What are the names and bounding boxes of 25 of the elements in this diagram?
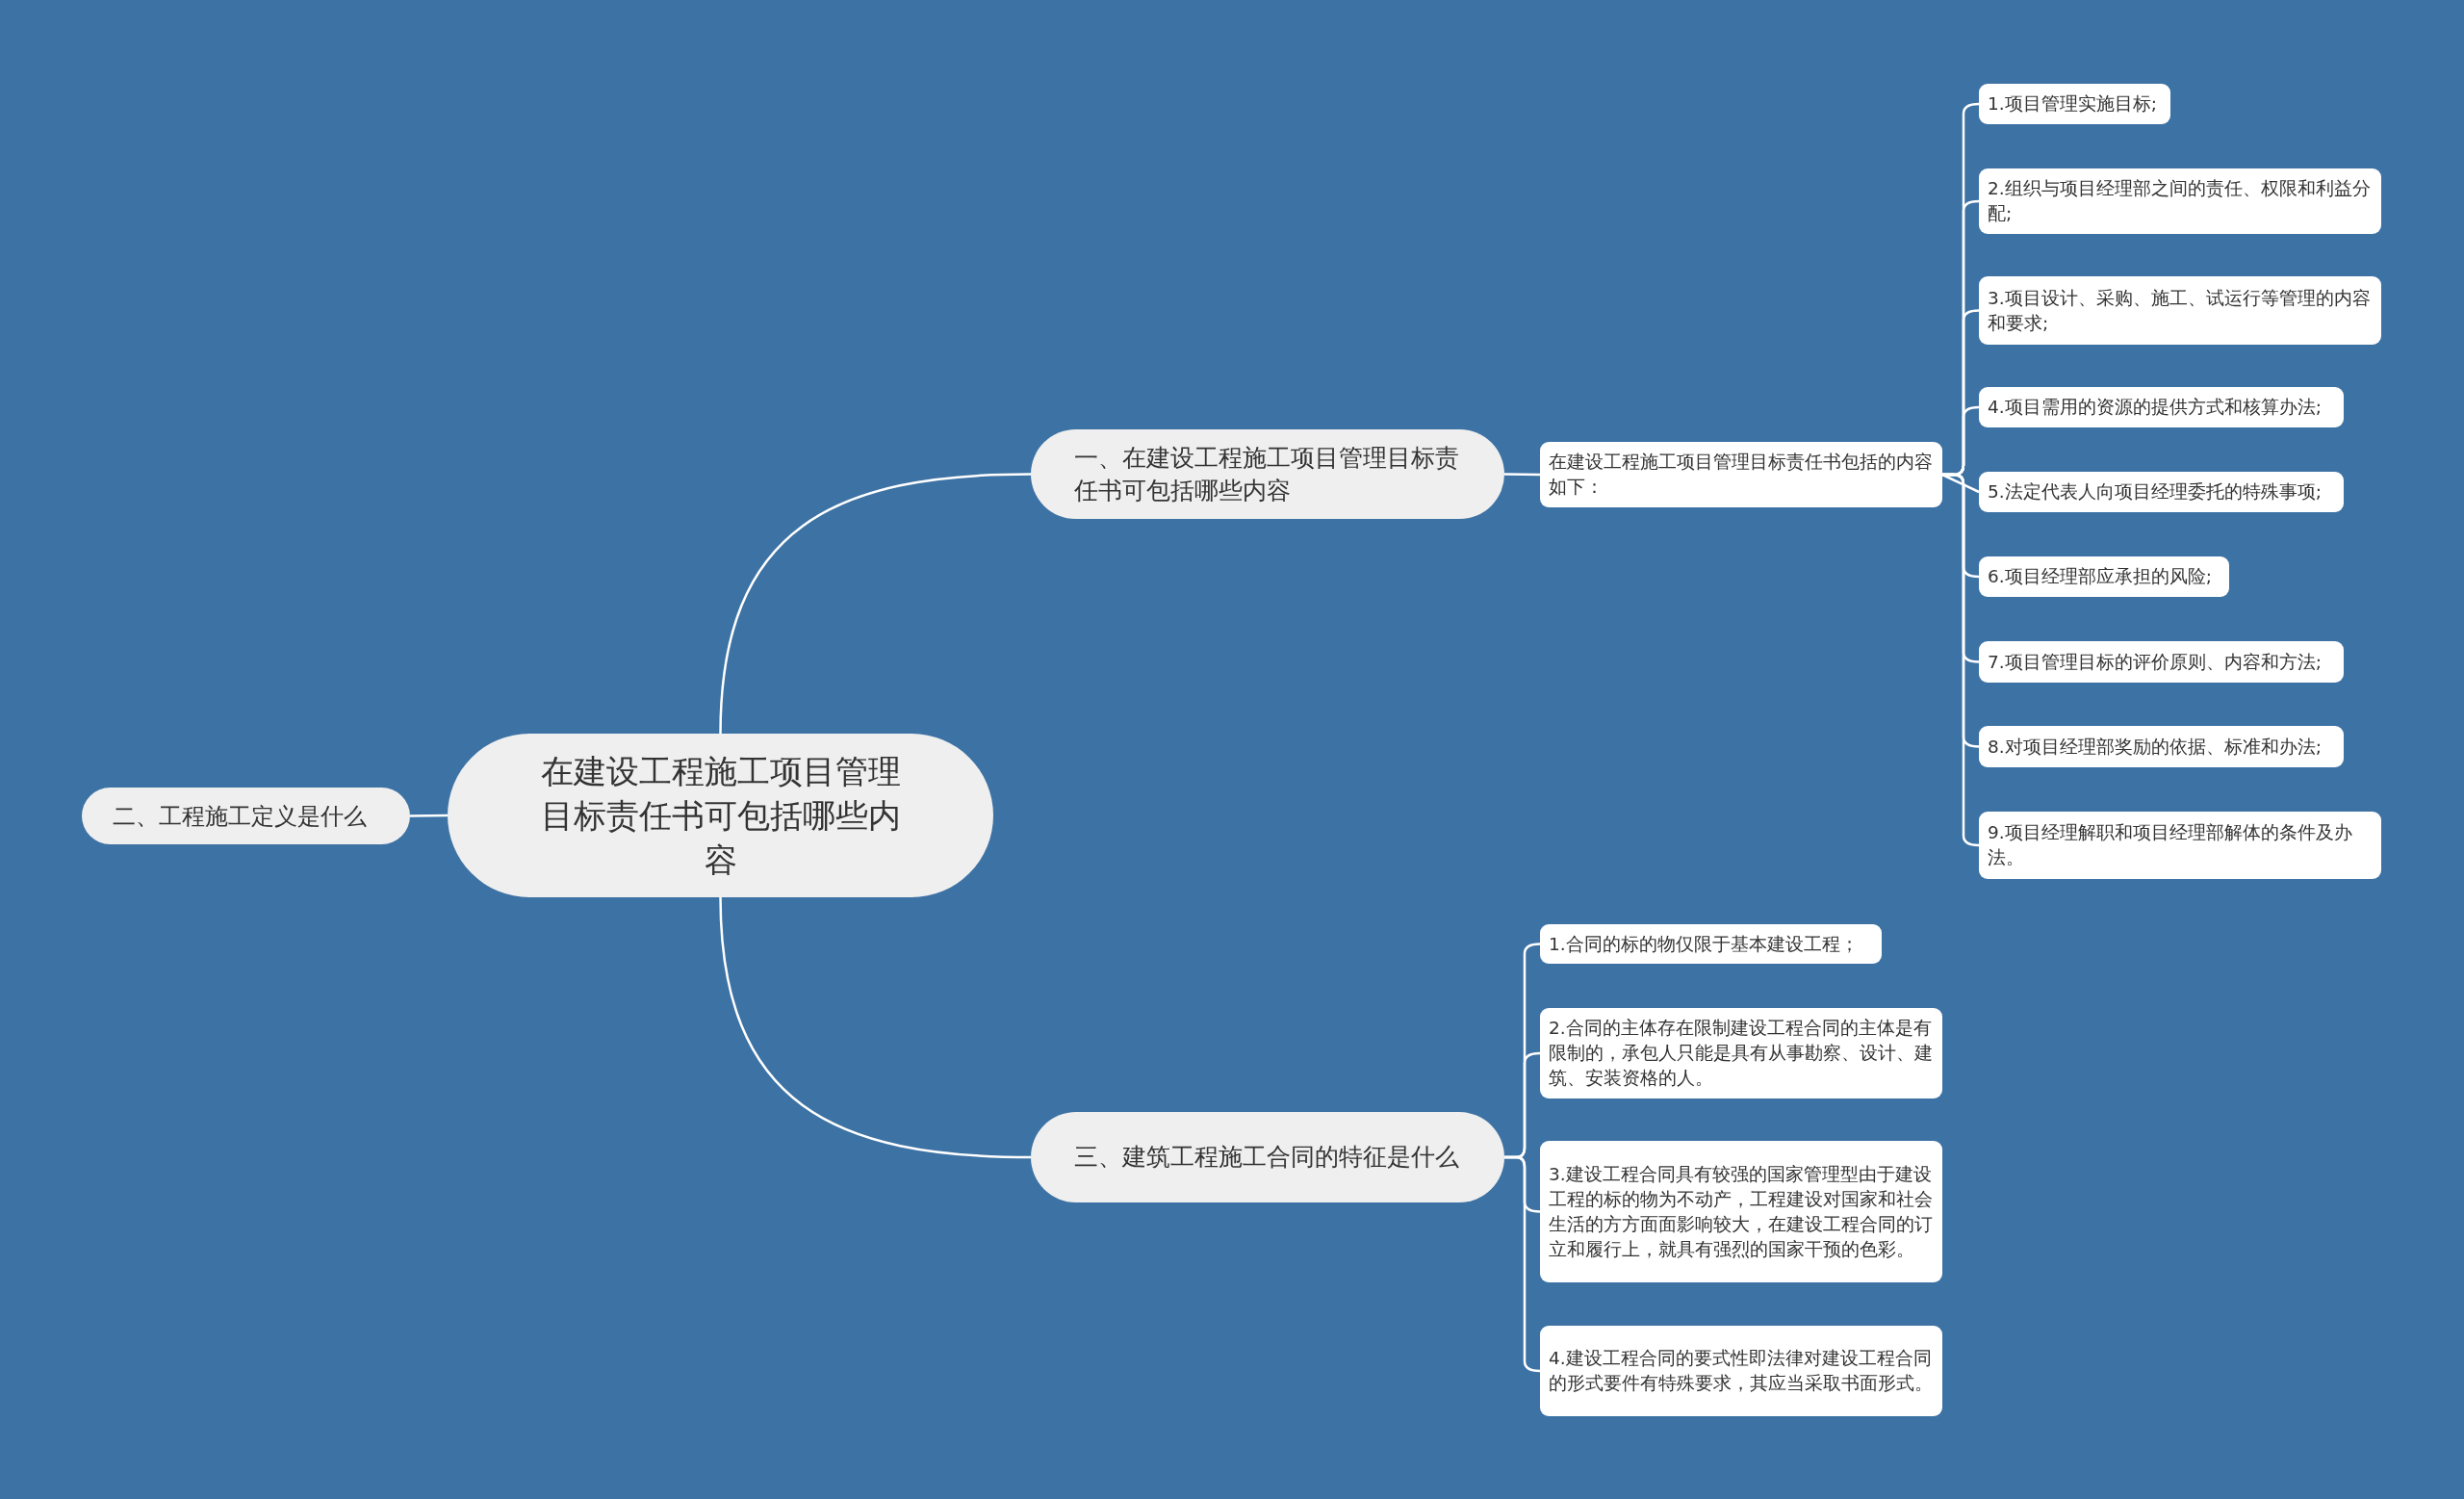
connector-line: [719, 896, 1032, 1159]
connector-line: [1504, 473, 1540, 477]
note-box: 7.项目管理目标的评价原则、内容和方法;: [1979, 641, 2344, 683]
note-box: 4.项目需用的资源的提供方式和核算办法;: [1979, 387, 2344, 427]
connector-line: [1941, 473, 1980, 494]
note-box: 8.对项目经理部奖励的依据、标准和办法;: [1979, 726, 2344, 767]
topic-box: 一、在建设工程施工项目管理目标责任书可包括哪些内容: [1031, 429, 1504, 519]
connector-line: [410, 814, 448, 817]
topic-box: 二、工程施工定义是什么: [82, 788, 410, 844]
note-box: 6.项目经理部应承担的风险;: [1979, 556, 2229, 597]
connector-line: [1942, 473, 1980, 847]
connector-line: [719, 473, 1032, 735]
note-box: 3.项目设计、采购、施工、试运行等管理的内容和要求;: [1979, 276, 2381, 345]
central-topic: 在建设工程施工项目管理目标责任书可包括哪些内容: [448, 734, 993, 897]
note-box: 1.项目管理实施目标;: [1979, 84, 2170, 124]
note-box: 9.项目经理解职和项目经理部解体的条件及办法。: [1979, 812, 2381, 879]
connector-line: [1504, 1155, 1541, 1373]
note-box: 2.合同的主体存在限制建设工程合同的主体是有限制的，承包人只能是具有从事勘察、设计、建筑、安装资格的人。: [1540, 1008, 1942, 1098]
topic-box: 三、建筑工程施工合同的特征是什么: [1031, 1112, 1504, 1202]
note-box: 5.法定代表人向项目经理委托的特殊事项;: [1979, 472, 2344, 512]
note-box: 1.合同的标的物仅限于基本建设工程；: [1540, 924, 1882, 964]
note-box: 3.建设工程合同具有较强的国家管理型由于建设工程的标的物为不动产，工程建设对国家和社会生活的方方面面影响较大，在建设工程合同的订立和履行上，就具有强烈的国家干预的色彩。: [1540, 1141, 1942, 1282]
note-box: 4.建设工程合同的要式性即法律对建设工程合同的形式要件有特殊要求，其应当采取书面形式。: [1540, 1326, 1942, 1416]
note-box: 2.组织与项目经理部之间的责任、权限和利益分配;: [1979, 168, 2381, 234]
note-box: 在建设工程施工项目管理目标责任书包括的内容如下：: [1540, 442, 1942, 507]
